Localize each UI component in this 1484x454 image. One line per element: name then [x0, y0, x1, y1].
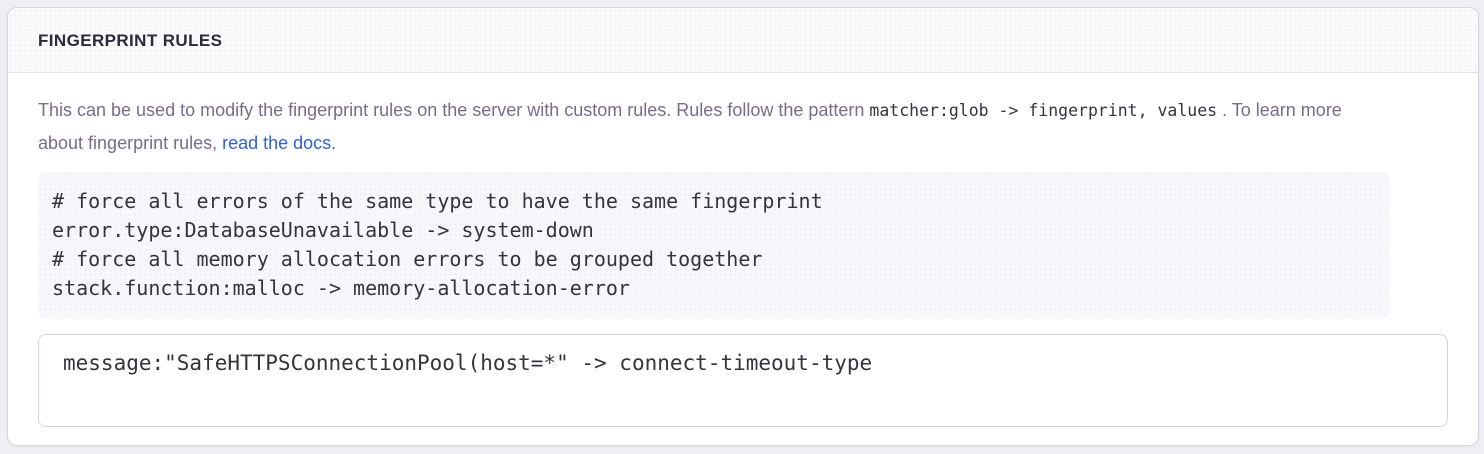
fingerprint-rules-textarea[interactable]: message:"SafeHTTPSConnectionPool(host=*"…	[38, 334, 1448, 427]
panel-header: FINGERPRINT RULES	[8, 8, 1478, 73]
read-the-docs-link[interactable]: read the docs.	[222, 133, 337, 153]
pattern-inline-code: matcher:glob -> fingerprint, values	[869, 101, 1218, 120]
code-example-block: # force all errors of the same type to h…	[38, 172, 1390, 319]
description-text-intro: This can be used to modify the fingerpri…	[38, 100, 865, 120]
description: This can be used to modify the fingerpri…	[38, 94, 1448, 159]
description-text-middle: . To learn more about fingerprint rules,	[38, 100, 1342, 153]
panel-title: FINGERPRINT RULES	[38, 31, 223, 50]
fingerprint-rules-panel: FINGERPRINT RULES This can be used to mo…	[7, 7, 1479, 446]
panel-body: This can be used to modify the fingerpri…	[8, 73, 1478, 445]
